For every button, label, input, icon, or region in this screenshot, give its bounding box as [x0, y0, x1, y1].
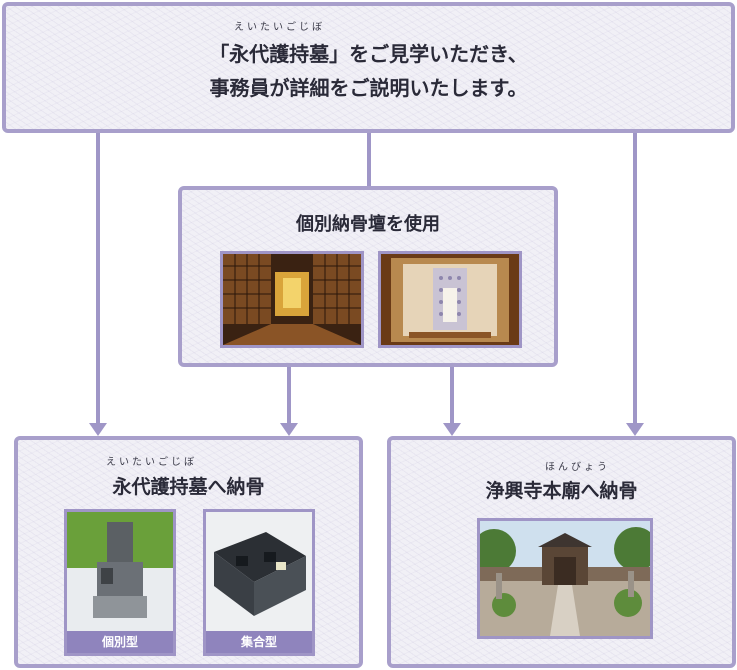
arrowhead-right-2	[626, 423, 644, 436]
mausoleum-photo	[477, 518, 653, 639]
eternal-grave-box: えいたいごじぼ 永代護持墓へ納骨 個別型 集合型	[14, 436, 363, 668]
eternal-grave-ruby: えいたいごじぼ	[106, 457, 197, 468]
arrowhead-left-2	[280, 423, 298, 436]
individual-urn-niche-photo	[378, 251, 522, 348]
intro-line-1: 「永代護持墓」をご見学いただき、	[209, 42, 528, 66]
mausoleum-ruby: ほんびょう	[545, 462, 610, 473]
mausoleum-box: ほんびょう 浄興寺本廟へ納骨	[387, 436, 736, 668]
individual-grave-caption: 個別型	[67, 631, 173, 653]
collective-grave-caption: 集合型	[206, 631, 312, 653]
collective-grave-photo: 集合型	[203, 509, 315, 656]
intro-line-2: 事務員が詳細をご説明いたします。	[209, 76, 528, 100]
collective-grave-image	[206, 512, 312, 653]
intro-ruby: えいたいごじぼ	[234, 22, 325, 33]
eternal-grave-title: 永代護持墓へ納骨	[112, 476, 265, 498]
ossuary-hall-photo	[220, 251, 364, 348]
urn-locker-title: 個別納骨壇を使用	[296, 214, 440, 235]
urn-niche-image	[381, 254, 519, 345]
arrowhead-right-1	[443, 423, 461, 436]
mausoleum-image	[480, 521, 650, 636]
individual-grave-photo: 個別型	[64, 509, 176, 656]
urn-locker-box: 個別納骨壇を使用	[178, 186, 558, 367]
arrowhead-left-1	[89, 423, 107, 436]
mausoleum-title: 浄興寺本廟へ納骨	[485, 480, 638, 502]
ossuary-hall-image	[223, 254, 361, 345]
intro-box: えいたいごじぼ 「永代護持墓」をご見学いただき、 事務員が詳細をご説明いたします…	[2, 2, 735, 133]
